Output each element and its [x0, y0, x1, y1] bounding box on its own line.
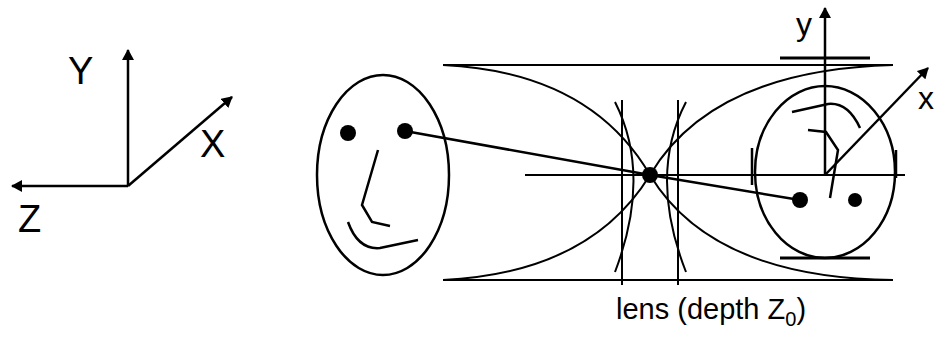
lens-center: [642, 167, 658, 183]
z-axis-arrow: [12, 185, 128, 188]
optical-axis: [525, 174, 905, 176]
subscript: 0: [785, 308, 796, 330]
image-y-axis: [824, 8, 827, 175]
image-ear: [751, 148, 754, 185]
lens-plane: [677, 100, 679, 285]
face-mouth: [348, 222, 418, 248]
chief-ray: [405, 131, 800, 200]
image-nose: [808, 130, 838, 198]
image-x-axis: [825, 68, 928, 175]
y-axis-arrow: [127, 50, 130, 186]
lens-label-text: lens (depth Z: [616, 293, 785, 325]
axis-label: X: [200, 125, 225, 163]
image-eye: [792, 192, 808, 208]
axis-label: x: [918, 82, 934, 114]
image-mouth: [792, 104, 860, 128]
image-eye: [848, 193, 862, 207]
lens-caustic: [615, 102, 634, 272]
axis-label: Z: [18, 200, 41, 238]
object-face: [317, 75, 449, 275]
image-bar-bottom: [780, 257, 870, 260]
axis-label: Y: [68, 52, 93, 90]
lens-plane: [621, 100, 623, 285]
lens-caustic: [667, 102, 686, 272]
face-eye: [397, 123, 413, 139]
face-eye: [340, 125, 356, 141]
face-nose: [362, 150, 390, 226]
ray-bound-bottom: [443, 279, 893, 281]
lens-label: lens (depth Z0): [614, 295, 808, 329]
lens-label-text: ): [796, 293, 806, 325]
image-ear: [895, 150, 898, 178]
axis-label: y: [796, 8, 812, 40]
x-axis-arrow: [128, 97, 232, 186]
